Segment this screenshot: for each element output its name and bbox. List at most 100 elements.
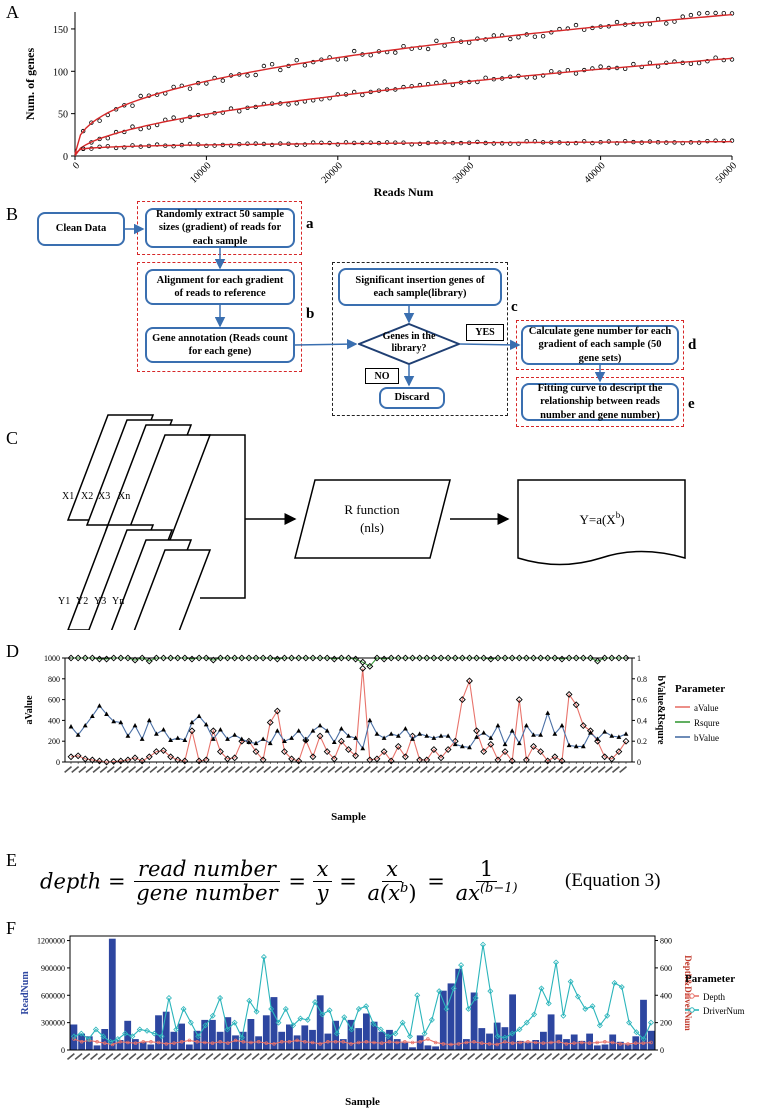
point-DriverNum xyxy=(202,1022,209,1029)
data-point xyxy=(705,10,710,16)
point-DriverNum xyxy=(129,1033,136,1040)
point-bValue xyxy=(82,723,88,728)
point-bValue xyxy=(431,735,437,740)
data-point xyxy=(721,10,726,16)
point-Rsqure xyxy=(288,654,296,662)
data-point xyxy=(204,143,209,148)
point-DriverNum xyxy=(487,988,494,995)
point-Rsqure xyxy=(81,654,89,662)
point-DriverNum xyxy=(399,1019,406,1026)
bar-ReadNum xyxy=(185,1044,193,1050)
x-tick-label-mark xyxy=(533,765,542,774)
formula-document xyxy=(517,479,686,566)
point-aValue xyxy=(181,757,189,765)
bar-ReadNum xyxy=(162,1011,170,1050)
x-tick-label-mark xyxy=(397,1053,406,1061)
x-tick-label-mark xyxy=(334,766,343,774)
x-tick-label-mark xyxy=(562,766,571,774)
bar-ReadNum xyxy=(201,1019,209,1050)
point-DriverNum xyxy=(217,995,224,1001)
point-DriverNum xyxy=(553,959,560,966)
point-bValue xyxy=(545,710,551,715)
eq-axb-close: ) xyxy=(408,881,417,906)
point-Rsqure xyxy=(530,654,537,662)
point-aValue xyxy=(67,753,75,761)
bar-ReadNum xyxy=(578,1040,586,1050)
point-aValue xyxy=(551,753,559,761)
data-point xyxy=(286,102,291,107)
x-tick-label-mark xyxy=(576,766,585,774)
point-DriverNum xyxy=(290,1022,297,1029)
point-Rsqure xyxy=(515,654,523,662)
data-point xyxy=(705,59,710,64)
bar-ReadNum xyxy=(401,1042,409,1050)
point-DriverNum xyxy=(377,1026,384,1033)
point-DriverNum xyxy=(165,995,172,1001)
x-tick-label-mark xyxy=(320,1053,329,1061)
point-bValue xyxy=(253,740,259,746)
point-aValue xyxy=(309,753,317,761)
x-tick-label-mark xyxy=(459,1053,468,1061)
point-Rsqure xyxy=(323,654,331,662)
point-Rsqure xyxy=(273,655,281,663)
data-point xyxy=(573,22,579,28)
point-Depth xyxy=(403,1040,407,1044)
point-Depth xyxy=(349,1042,353,1046)
x-tick-label-mark xyxy=(143,1053,152,1061)
point-bValue xyxy=(595,736,600,741)
point-bValue xyxy=(616,734,622,739)
eq-equals-2: = xyxy=(288,869,306,894)
data-point xyxy=(688,12,694,18)
point-aValue xyxy=(494,756,502,764)
x-tick-label-mark xyxy=(351,1053,360,1061)
legend-marker-DriverNum xyxy=(689,1007,695,1013)
point-bValue xyxy=(139,736,145,741)
x-tick-label-mark xyxy=(559,1053,568,1061)
point-aValue xyxy=(273,707,281,715)
x-tick-label-mark xyxy=(384,766,393,774)
point-aValue xyxy=(152,748,160,756)
point-DriverNum xyxy=(567,978,574,985)
x-tick-label-mark xyxy=(536,1053,545,1061)
point-DriverNum xyxy=(136,1026,143,1033)
point-bValue xyxy=(89,713,95,719)
data-point xyxy=(680,14,685,19)
point-Rsqure xyxy=(309,654,317,662)
y-tick-label: 200 xyxy=(48,737,60,746)
point-Depth xyxy=(379,1041,384,1045)
point-Rsqure xyxy=(579,654,587,662)
point-Depth xyxy=(587,1041,592,1045)
point-Depth xyxy=(241,1040,246,1044)
point-bValue xyxy=(523,723,529,728)
eq-ax: ax xyxy=(455,881,480,906)
point-DriverNum xyxy=(428,1016,435,1023)
point-aValue xyxy=(387,757,395,765)
point-bValue xyxy=(502,741,508,747)
point-Depth xyxy=(364,1040,369,1044)
y-tick-label: 0 xyxy=(61,1046,65,1055)
series-line-aValue xyxy=(70,668,627,763)
x-tick-label-mark xyxy=(66,1053,75,1061)
point-Rsqure xyxy=(259,654,267,662)
point-DriverNum xyxy=(509,1030,516,1037)
x-tick-label-mark xyxy=(128,1053,137,1061)
equation-label: (Equation 3) xyxy=(565,870,661,891)
bar-ReadNum xyxy=(640,999,647,1050)
point-Depth xyxy=(410,1040,415,1045)
point-Depth xyxy=(149,1040,153,1044)
point-DriverNum xyxy=(224,1026,231,1033)
x-tick-label-mark xyxy=(284,766,293,774)
point-aValue xyxy=(131,754,139,762)
x-tick-label-mark xyxy=(582,1053,591,1061)
point-aValue xyxy=(188,727,196,735)
point-aValue xyxy=(138,757,146,765)
legend-label-DriverNum: DriverNum xyxy=(703,1006,745,1016)
point-Depth xyxy=(618,1042,622,1046)
point-bValue xyxy=(353,735,359,740)
data-point xyxy=(401,44,406,49)
formula-base: Y=a(X xyxy=(579,512,616,527)
point-bValue xyxy=(274,728,280,733)
panel-label-f: F xyxy=(6,918,17,938)
x-tick-label-mark xyxy=(85,766,94,774)
